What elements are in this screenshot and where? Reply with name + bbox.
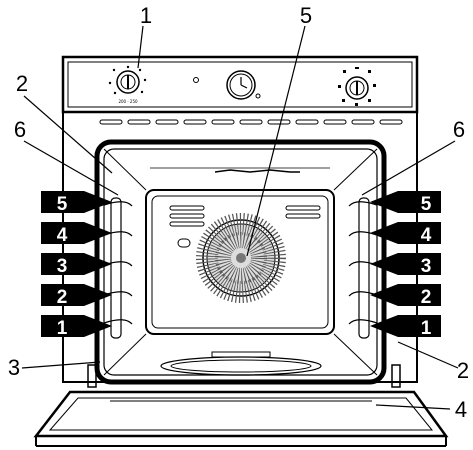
callout-left-side-top: 2 bbox=[16, 71, 28, 96]
control-panel-box bbox=[61, 55, 419, 114]
shelf-tag-right-5: 5 bbox=[370, 191, 441, 215]
indicator-light bbox=[193, 77, 199, 83]
shelf-tag-right-4: 4 bbox=[370, 222, 441, 246]
leader-lines bbox=[21, 25, 459, 410]
fan-grille-icon bbox=[196, 213, 286, 303]
right-knob-icon bbox=[338, 67, 376, 106]
shelf-tag-left-1: 1 bbox=[41, 315, 112, 339]
shelf-tag-right-5-label: 5 bbox=[421, 194, 432, 215]
shelf-tag-right-2-label: 2 bbox=[421, 287, 432, 308]
callout-door: 4 bbox=[455, 397, 467, 422]
shelf-tag-left-5: 5 bbox=[41, 191, 112, 215]
left-dial-scale: 200 · 250 bbox=[118, 99, 138, 104]
shelf-tag-left-5-label: 5 bbox=[57, 194, 68, 215]
shelf-tag-right-1-label: 1 bbox=[421, 318, 432, 339]
shelf-tag-left-2-label: 2 bbox=[57, 287, 68, 308]
shelf-tag-left-4-label: 4 bbox=[57, 225, 68, 246]
clock-icon bbox=[226, 70, 261, 100]
shelf-tag-left-3-label: 3 bbox=[57, 256, 68, 277]
oven-door bbox=[33, 390, 449, 447]
shelf-tag-left-4: 4 bbox=[41, 222, 112, 246]
callout-right-side-low: 2 bbox=[457, 358, 469, 383]
callout-left-seal: 3 bbox=[8, 355, 20, 380]
right-side-rails bbox=[348, 197, 378, 339]
oven-cavity bbox=[87, 139, 401, 388]
callout-right-side-rail: 6 bbox=[453, 117, 465, 142]
left-shelf-tags: 5 4 3 2 1 bbox=[41, 191, 112, 339]
shelf-tag-right-2: 2 bbox=[370, 284, 441, 308]
control-panel-inner bbox=[67, 61, 413, 108]
cavity-back-wall bbox=[145, 189, 335, 335]
back-wall-slots bbox=[169, 205, 321, 248]
shelf-tag-left-1-label: 1 bbox=[57, 318, 68, 339]
shelf-tag-right-4-label: 4 bbox=[421, 225, 432, 246]
shelf-tag-left-3: 3 bbox=[41, 253, 112, 277]
vent-slots bbox=[99, 119, 403, 125]
top-heating-element bbox=[214, 169, 300, 173]
callout-left-side-rail: 6 bbox=[14, 117, 26, 142]
callout-fan-cover: 5 bbox=[300, 3, 312, 28]
shelf-tag-right-3-label: 3 bbox=[421, 256, 432, 277]
shelf-tag-right-1: 1 bbox=[370, 315, 441, 339]
shelf-tag-left-2: 2 bbox=[41, 284, 112, 308]
callout-numbers: 1 5 2 6 6 3 2 4 bbox=[8, 3, 469, 422]
shelf-tag-right-3: 3 bbox=[370, 253, 441, 277]
callout-control-panel: 1 bbox=[140, 3, 152, 28]
left-side-rails bbox=[103, 197, 133, 339]
right-shelf-tags: 5 4 3 2 1 bbox=[370, 191, 441, 339]
left-knob-icon bbox=[108, 65, 147, 95]
control-panel: 200 · 250 bbox=[61, 55, 419, 114]
